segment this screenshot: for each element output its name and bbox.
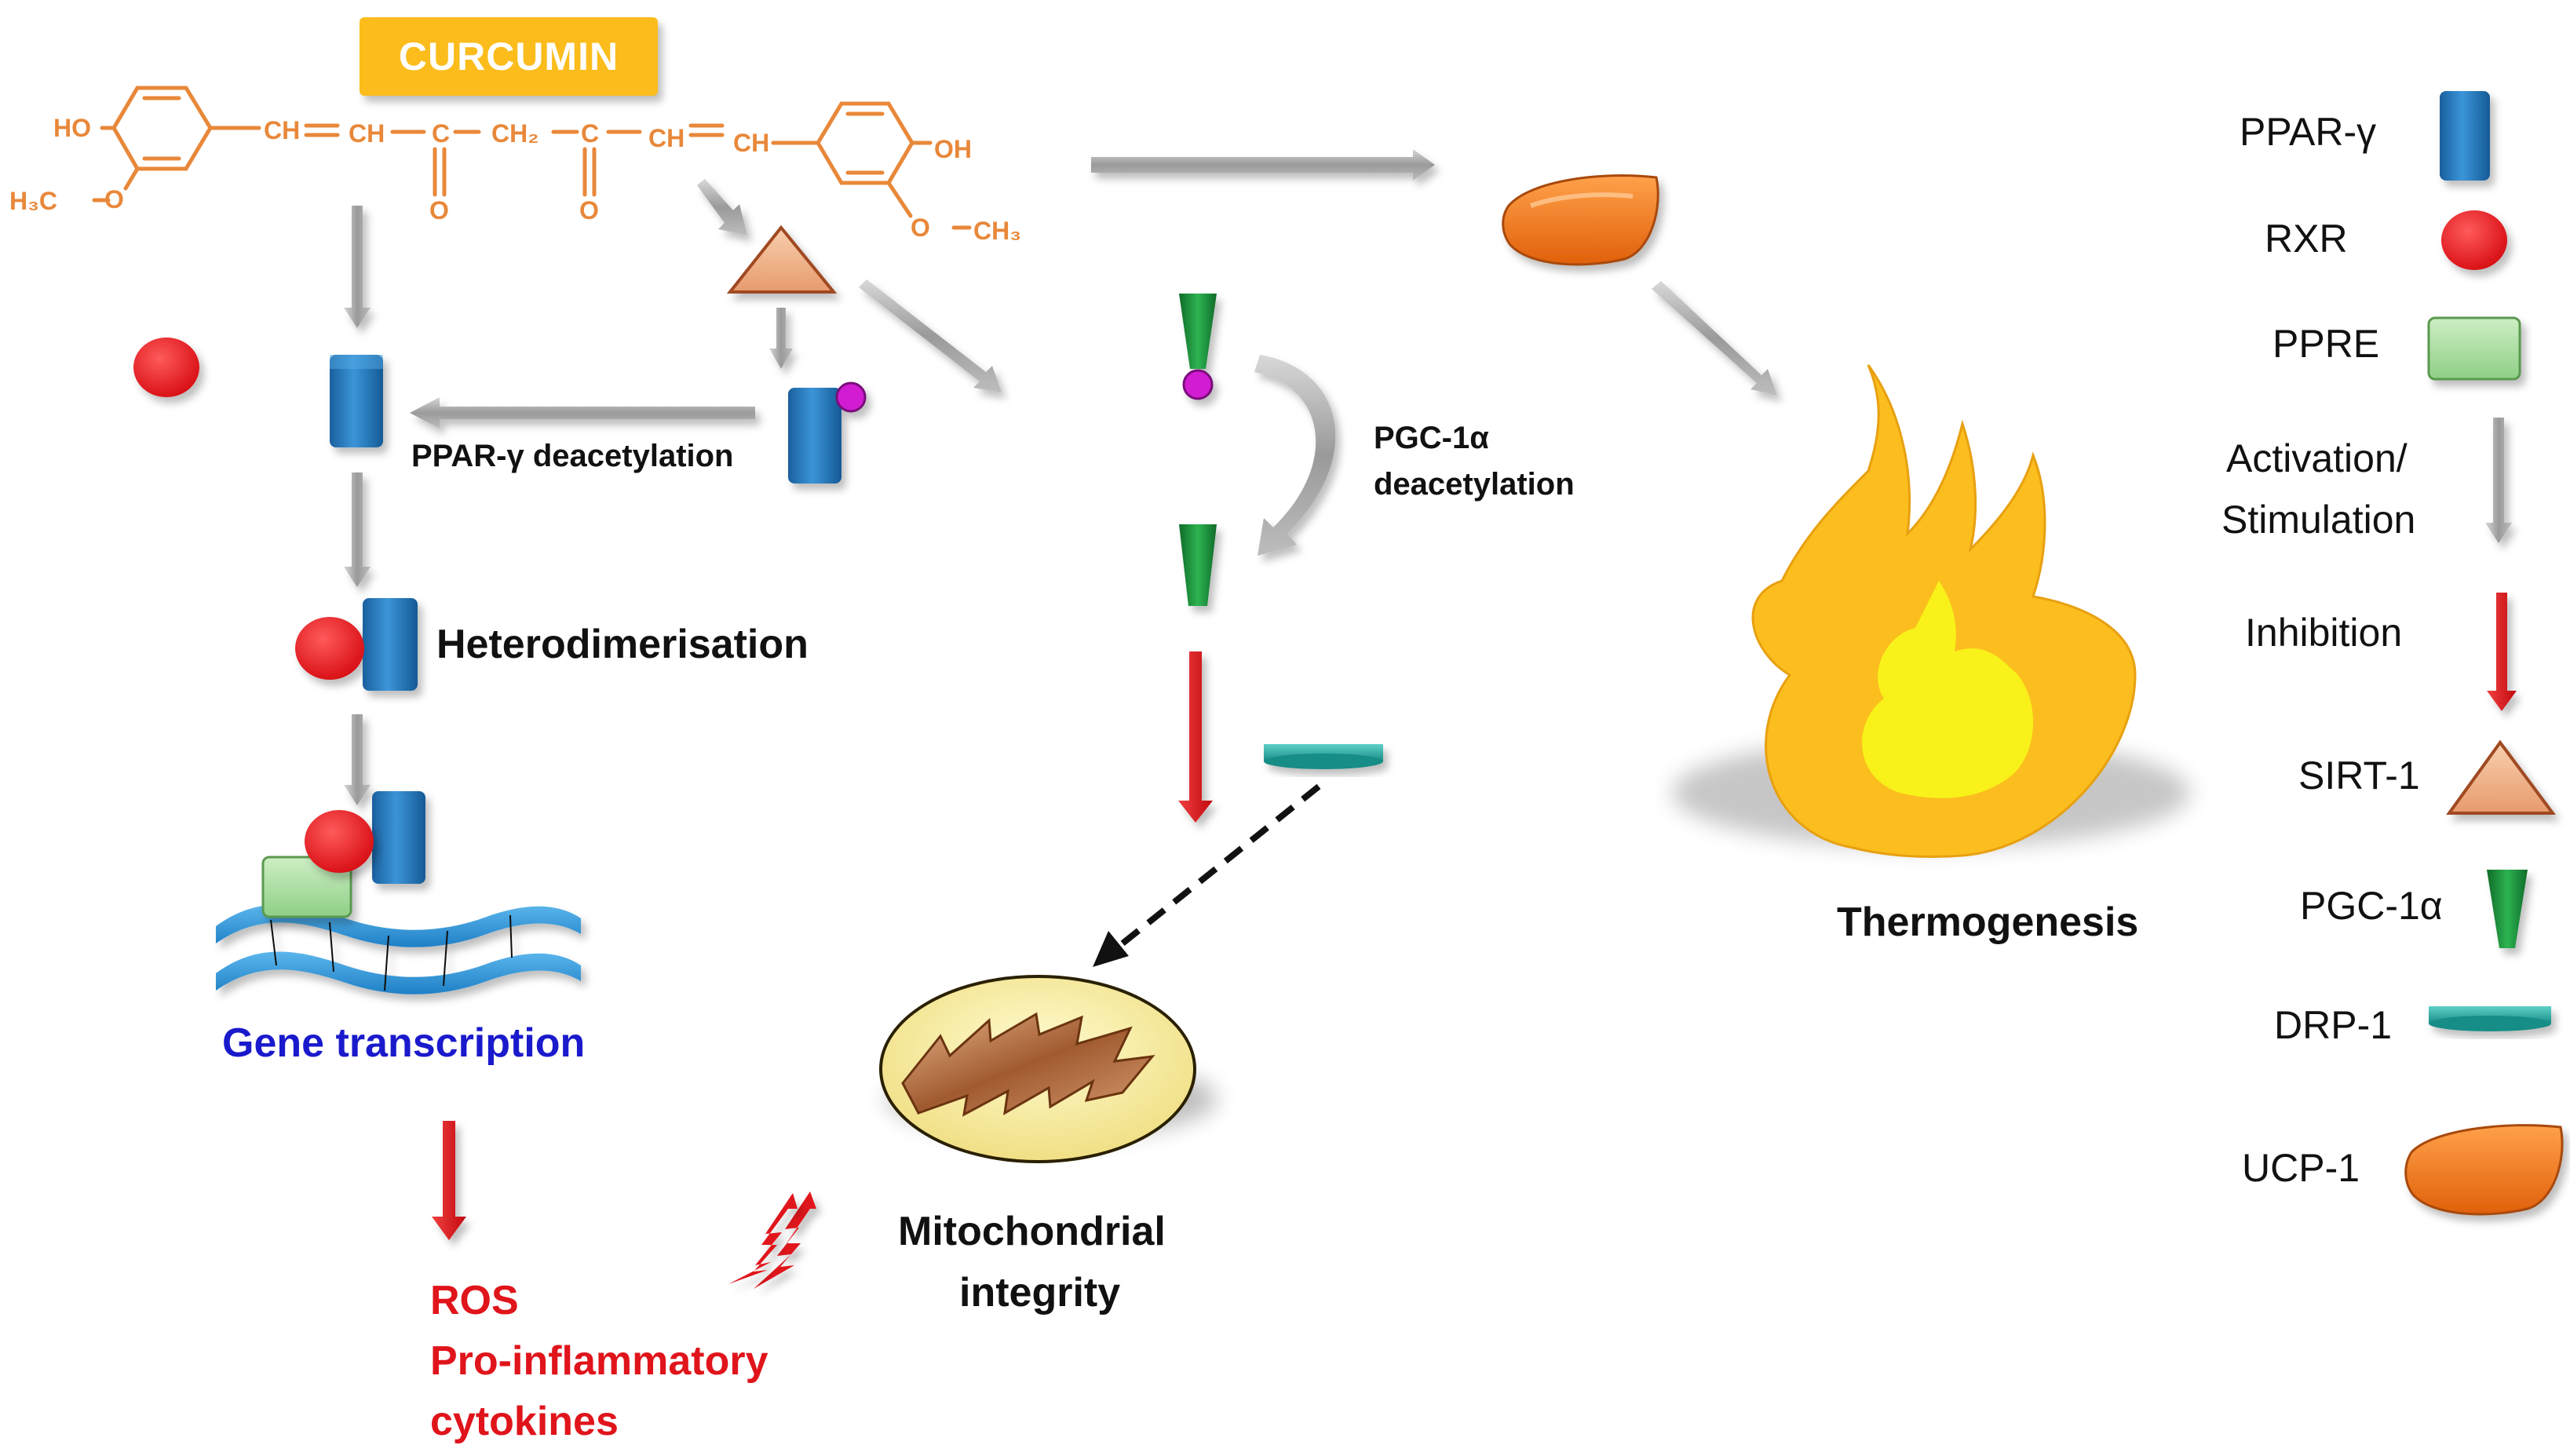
- arrow-drp-to-mitochondria: [1093, 783, 1321, 967]
- chem-ch-3: CH: [648, 124, 685, 152]
- thermogenesis-flame: [1672, 364, 2190, 859]
- label-ppar-deacetylation: PPAR-γ deacetylation: [411, 439, 734, 473]
- legend-activation-label: Activation/: [2226, 436, 2408, 480]
- label-cytokines: cytokines: [430, 1399, 619, 1444]
- heterodimer-node: [295, 598, 418, 691]
- rxr-free: [133, 338, 199, 397]
- label-ros: ROS: [430, 1278, 519, 1323]
- arrow-sirt-to-ppar-acetyl: [769, 308, 793, 369]
- legend-drp-label: DRP-1: [2274, 1003, 2393, 1047]
- chem-ch-1: CH: [264, 116, 301, 144]
- label-integrity: integrity: [959, 1270, 1121, 1316]
- arrow-pgc-deacetylation: [1254, 355, 1336, 556]
- chem-h3c: H₃C: [9, 187, 58, 215]
- rxr-bound-node: [305, 810, 374, 873]
- arrow-sirt-to-pgc: [859, 279, 1002, 392]
- ppre-node: [261, 856, 352, 918]
- chem-o-1: O: [429, 196, 449, 224]
- mitochondria-cristae: [901, 1012, 1155, 1117]
- label-gene-transcription: Gene transcription: [222, 1020, 586, 1066]
- legend-drp-icon: [2429, 1006, 2551, 1031]
- legend-activation-arrow: [2485, 418, 2512, 543]
- legend-rxr-icon: [2441, 210, 2507, 270]
- inhibition-arrows: [432, 593, 2517, 1240]
- chem-c-1: C: [432, 119, 451, 148]
- arrow-pgc-inhibits-drp: [1178, 651, 1213, 823]
- chem-o-left: O: [104, 185, 124, 213]
- legend-rxr-label: RXR: [2265, 217, 2348, 261]
- label-mitochondrial: Mitochondrial: [898, 1209, 1166, 1254]
- label-pgc-deacetylation-1: PGC-1α: [1374, 421, 1489, 455]
- legend-stimulation-label: Stimulation: [2221, 498, 2416, 542]
- chem-c-2: C: [581, 119, 600, 148]
- legend-ppre-label: PPRE: [2272, 322, 2380, 366]
- chem-ch-2: CH: [349, 119, 385, 148]
- chem-oh-right: OH: [934, 135, 972, 163]
- legend-inhibition-arrow: [2487, 593, 2517, 711]
- legend-pgc-label: PGC-1α: [2300, 884, 2443, 928]
- gene-transcription-complex: [216, 791, 581, 994]
- arrow-curcumin-to-sirt: [697, 179, 747, 235]
- legend-ucp-label: UCP-1: [2242, 1146, 2360, 1190]
- ppar-acetylated-node: [788, 381, 867, 484]
- mitochondria-node: [879, 975, 1217, 1163]
- arrow-ppar-to-heterodimer: [344, 473, 371, 587]
- legend-ppre-icon: [2427, 316, 2521, 381]
- legend-ppar-icon: [2440, 91, 2490, 181]
- chem-ch3-right: CH₃: [973, 217, 1022, 245]
- label-heterodimerisation: Heterodimerisation: [436, 622, 809, 667]
- legend-pgc-icon: [2487, 870, 2528, 948]
- sirt-1-node: [726, 224, 838, 294]
- legend-sirt-icon: [2446, 739, 2556, 815]
- ppar-bound-node: [372, 791, 425, 884]
- ros-bolt-icon: [754, 1191, 816, 1289]
- arrow-ppar-deacetylation: [410, 397, 755, 429]
- arrow-curcumin-to-ppar: [344, 206, 371, 328]
- arrow-curcumin-to-ucp: [1091, 149, 1435, 181]
- chem-ch2-center: CH₂: [491, 119, 539, 148]
- chem-o-2: O: [579, 196, 599, 224]
- legend-ucp-icon: [2404, 1124, 2564, 1216]
- arrow-ucp-to-thermogenesis: [1652, 281, 1777, 396]
- activation-arrows: [344, 149, 2512, 805]
- legend-inhibition-label: Inhibition: [2245, 611, 2403, 655]
- pgc-1a-acetylated-node: [1179, 294, 1217, 400]
- ucp-1-node: [1502, 174, 1659, 266]
- legend-sirt-label: SIRT-1: [2298, 754, 2420, 797]
- label-pro-inflammatory: Pro-inflammatory: [430, 1338, 768, 1384]
- drp-1-node: [1264, 744, 1383, 769]
- chem-ch-4: CH: [733, 129, 770, 157]
- legend-ppar-label: PPAR-γ: [2240, 110, 2377, 154]
- pgc-1a-node: [1179, 524, 1217, 606]
- curcumin-title: CURCUMIN: [360, 17, 658, 96]
- chem-o-right: O: [911, 213, 930, 242]
- ppar-gamma-node: [330, 355, 383, 447]
- chem-ho-left: HO: [53, 114, 91, 142]
- curcumin-structure: [92, 86, 972, 230]
- label-thermogenesis: Thermogenesis: [1837, 900, 2139, 945]
- arrow-gene-to-ros: [432, 1121, 466, 1240]
- arrow-heterodimer-to-gene: [344, 714, 371, 805]
- label-pgc-deacetylation-2: deacetylation: [1374, 467, 1575, 502]
